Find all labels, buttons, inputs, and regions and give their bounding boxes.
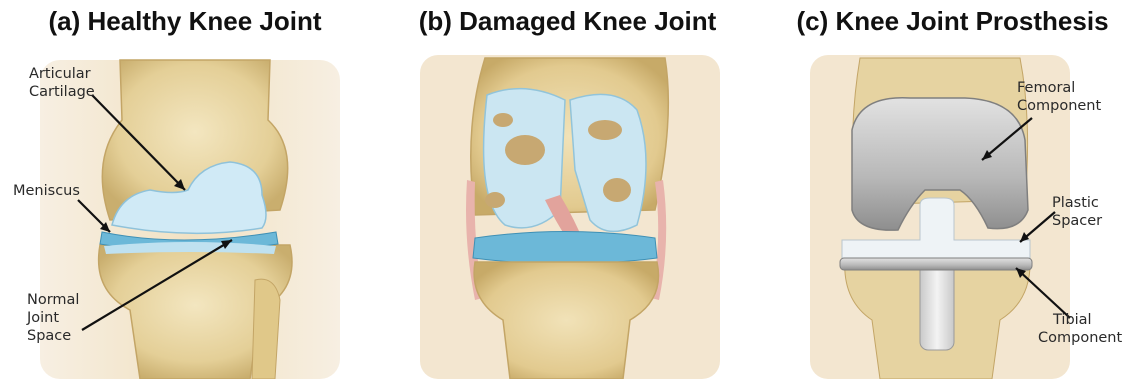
tibial-tray: [840, 258, 1032, 270]
label-articular-1: Articular: [29, 66, 91, 82]
damaged-knee-illustration: [375, 0, 760, 379]
damage-patch: [603, 178, 631, 202]
panel-healthy-knee: (a) Healthy Knee Joint: [0, 0, 370, 379]
damage-patch: [485, 192, 505, 208]
damage-patch: [588, 120, 622, 140]
label-normal-1: Normal: [27, 292, 79, 308]
label-meniscus: Meniscus: [13, 183, 80, 199]
label-tibial-2: Component: [1038, 330, 1122, 346]
label-femoral-1: Femoral: [1017, 80, 1075, 96]
label-normal-2: Joint: [26, 310, 59, 326]
healthy-knee-illustration: Articular Cartilage Meniscus Normal Join…: [0, 0, 370, 379]
prosthesis-illustration: Femoral Component Plastic Spacer Tibial …: [770, 0, 1135, 379]
damage-patch: [493, 113, 513, 127]
label-normal-3: Space: [27, 328, 71, 344]
label-articular-2: Cartilage: [29, 84, 95, 100]
panel-damaged-knee: (b) Damaged Knee Joint: [375, 0, 760, 379]
label-tibial-1: Tibial: [1052, 312, 1092, 328]
label-plastic-2: Spacer: [1052, 213, 1102, 229]
label-plastic-1: Plastic: [1052, 195, 1099, 211]
panel-knee-prosthesis: (c) Knee Joint Prosthesis: [770, 0, 1135, 379]
label-femoral-2: Component: [1017, 98, 1101, 114]
fibula-bone: [252, 279, 280, 379]
damage-patch: [505, 135, 545, 165]
meniscus: [473, 232, 657, 265]
